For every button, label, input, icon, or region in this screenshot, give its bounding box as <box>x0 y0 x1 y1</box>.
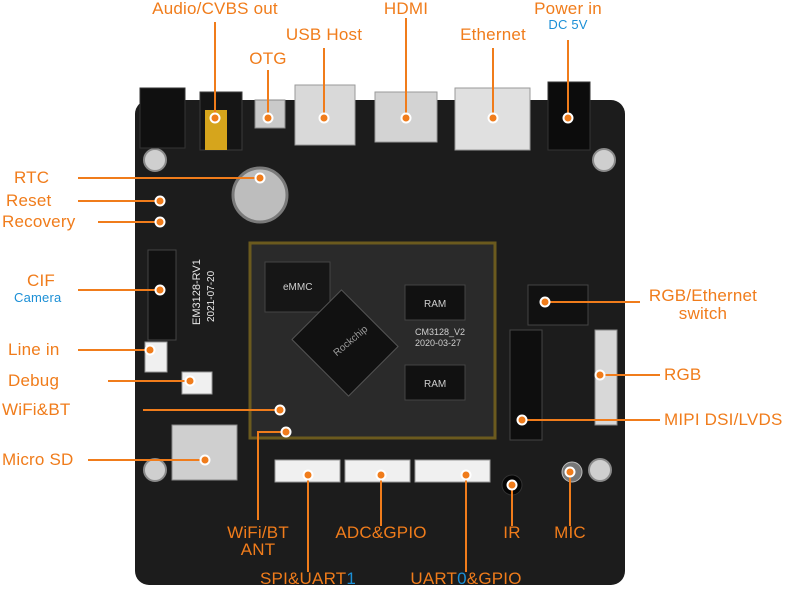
dot-cif <box>154 284 166 296</box>
dot-rgb-eth <box>539 296 551 308</box>
emmc-chip <box>264 261 331 313</box>
dot-wifi-bt <box>274 404 286 416</box>
dc-jack-left <box>139 87 186 149</box>
label-micro-sd: Micro SD <box>2 450 74 469</box>
label-mic: MIC <box>554 523 586 542</box>
label-usb-host: USB Host <box>285 25 363 44</box>
dot-adc <box>375 469 387 481</box>
dot-recovery <box>154 216 166 228</box>
label-rtc: RTC <box>14 168 50 187</box>
module-date-text: 2020-03-27 <box>415 338 461 348</box>
label-rgb-ethernet: RGB/Ethernet <box>648 286 758 305</box>
rgb-eth-switch <box>527 284 589 326</box>
dot-rtc <box>254 172 266 184</box>
mount-hole-br <box>588 458 612 482</box>
dot-rgb <box>594 369 606 381</box>
rgb-connector <box>594 329 618 426</box>
label-audio-cvbs-out: Audio/CVBS out <box>152 0 278 18</box>
label-spi-uart1-text: SPI&UART <box>260 569 347 588</box>
label-power-in: Power in <box>534 0 602 18</box>
soc-chip <box>291 289 399 397</box>
label-uart0-gpio: UART0&GPIO <box>410 570 521 587</box>
label-otg: OTG <box>249 49 287 68</box>
label-adc-gpio: ADC&GPIO <box>335 523 427 542</box>
micro-sd-slot <box>171 424 238 481</box>
label-line-in: Line in <box>8 340 60 359</box>
label-wifi-bt-ant-2: ANT <box>240 540 276 559</box>
label-uart0-num: 0 <box>457 569 467 588</box>
dot-spi-uart <box>302 469 314 481</box>
dot-ir <box>506 479 518 491</box>
label-wifi-bt: WiFi&BT <box>2 400 71 419</box>
ram-chip-1 <box>404 284 466 321</box>
label-rgb: RGB <box>664 365 702 384</box>
label-debug: Debug <box>8 371 60 390</box>
line-wifi-ant <box>257 431 286 520</box>
label-ir: IR <box>503 523 521 542</box>
label-uart0-text: UART <box>410 569 458 588</box>
dot-power <box>562 112 574 124</box>
label-mipi-dsi-lvds: MIPI DSI/LVDS <box>664 410 783 429</box>
dot-audio <box>209 112 221 124</box>
ram1-text: RAM <box>424 299 446 310</box>
dot-reset <box>154 195 166 207</box>
dot-wifi-ant <box>280 426 292 438</box>
label-cif-sub: Camera <box>14 290 62 305</box>
dot-otg <box>262 112 274 124</box>
dot-ethernet <box>487 112 499 124</box>
mount-hole-tl <box>143 148 167 172</box>
module-model-text: CM3128_V2 <box>415 327 465 337</box>
label-ethernet: Ethernet <box>460 25 526 44</box>
dot-mic <box>564 466 576 478</box>
dot-uart0 <box>460 469 472 481</box>
emmc-text: eMMC <box>283 282 312 293</box>
dot-line-in <box>144 344 156 356</box>
label-spi-uart1-num: 1 <box>346 569 356 588</box>
dot-usb <box>318 112 330 124</box>
board-date-text: 2021-07-20 <box>206 270 217 322</box>
ram2-text: RAM <box>424 379 446 390</box>
label-cif: CIF <box>27 271 55 290</box>
mount-hole-bl <box>143 458 167 482</box>
label-power-in-sub: DC 5V <box>548 17 588 32</box>
label-hdmi: HDMI <box>383 0 429 18</box>
dot-micro-sd <box>199 454 211 466</box>
rtc-battery <box>231 166 289 224</box>
uart0-gpio-connector <box>414 459 491 483</box>
mount-hole-tr <box>592 148 616 172</box>
ram-chip-2 <box>404 364 466 401</box>
label-uart0-gpio-text: &GPIO <box>466 569 522 588</box>
board-model-text: EM3128-RV1 <box>191 259 203 325</box>
dot-mipi <box>516 414 528 426</box>
dot-debug <box>184 375 196 387</box>
label-reset: Reset <box>6 191 52 210</box>
label-spi-uart1: SPI&UART1 <box>260 570 356 587</box>
label-rgb-ethernet-switch: switch <box>678 304 728 323</box>
label-wifi-bt-ant: WiFi/BT <box>227 523 289 542</box>
label-recovery: Recovery <box>2 212 76 231</box>
dot-hdmi <box>400 112 412 124</box>
